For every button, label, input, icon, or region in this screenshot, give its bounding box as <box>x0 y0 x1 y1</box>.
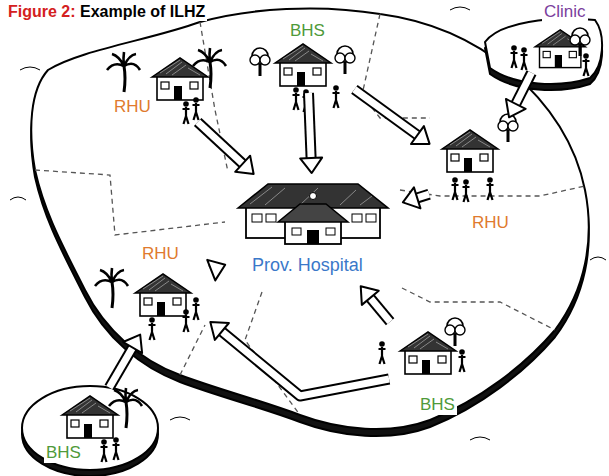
referral-arrow <box>403 187 429 208</box>
health-site: RHU <box>128 242 208 332</box>
figure-title: Figure 2: Example of ILHZ <box>6 3 207 21</box>
site-label: RHU <box>140 245 181 264</box>
referral-arrow <box>361 286 390 321</box>
referral-arrow <box>198 122 254 174</box>
referral-arrow <box>354 89 429 144</box>
buildings <box>62 30 585 438</box>
site-label: BHS <box>418 396 457 415</box>
trees <box>95 28 590 428</box>
site-label: Clinic <box>542 3 588 22</box>
site-label: BHS <box>44 444 83 463</box>
small-island <box>22 386 158 476</box>
health-site: BHS <box>262 20 352 90</box>
site-label: Prov. Hospital <box>250 256 365 276</box>
referral-arrow <box>210 322 389 396</box>
referral-arrow <box>207 260 225 280</box>
referral-arrow <box>300 93 322 173</box>
clinic-island <box>485 19 602 90</box>
health-site: RHU <box>110 54 210 120</box>
referral-arrow <box>506 73 532 118</box>
health-site: RHU <box>432 120 524 238</box>
health-site: BHS <box>392 324 470 418</box>
zone-boundaries <box>35 14 585 415</box>
water-waves <box>10 7 606 440</box>
health-site: Clinic <box>500 2 600 70</box>
site-label: RHU <box>112 98 153 117</box>
people <box>101 45 590 462</box>
health-site: BHS <box>40 390 130 468</box>
health-site: Prov. Hospital <box>228 176 400 284</box>
site-label: BHS <box>288 22 327 41</box>
site-label: RHU <box>470 214 511 233</box>
hospital-building <box>238 184 388 244</box>
referral-arrow <box>109 335 142 388</box>
